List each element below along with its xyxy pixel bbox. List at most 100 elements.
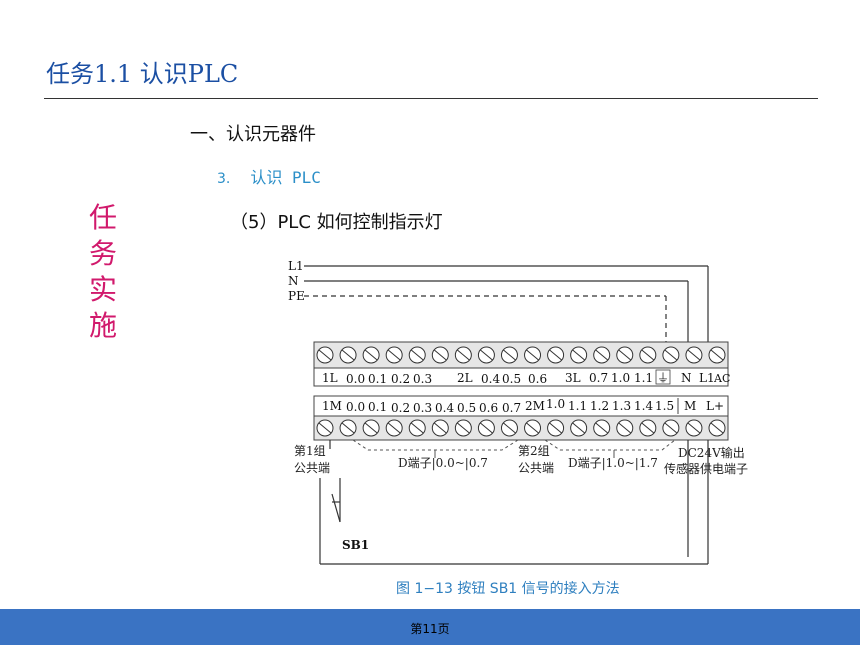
top-label-bar — [313, 367, 729, 387]
screw-slot — [687, 349, 701, 361]
screw-slot — [526, 349, 539, 361]
terminal-label: 1.4 — [634, 399, 653, 413]
terminal-label: 0.4 — [481, 372, 500, 386]
heading-level1: 一、认识元器件 — [190, 124, 316, 145]
screw-slot — [318, 349, 332, 361]
screw-slot — [641, 349, 655, 361]
screw-slot — [595, 422, 609, 434]
screw-slot — [549, 349, 562, 361]
screw-slot — [595, 349, 609, 361]
group1-common-label: 第1组 — [294, 444, 326, 458]
screw-slot — [503, 422, 516, 434]
line-label-pe: PE — [288, 289, 305, 303]
heading-level3: （5）PLC 如何控制指示灯 — [230, 212, 443, 233]
line-label-n: N — [288, 274, 299, 288]
heading-level2: 3. 认识 PLC — [217, 164, 321, 188]
terminal-label: 1M — [322, 399, 342, 413]
terminal-label: AC — [713, 372, 730, 385]
group1-terminal-label: D端子|0.0~|0.7 — [398, 456, 488, 470]
ground-icon: ⏚ — [657, 371, 669, 385]
dc-output-label: DC24V输出 — [678, 445, 745, 460]
bottom-terminal-strip — [313, 415, 729, 441]
heading-number: 3. — [217, 171, 231, 187]
terminal-label: 1.1 — [568, 399, 587, 413]
page-number: 第11页 — [410, 622, 450, 636]
screw-slot — [387, 422, 401, 434]
side-char: 务 — [88, 237, 117, 270]
dc-output-label: 传感器供电端子 — [664, 461, 748, 476]
terminal-label: 0.6 — [528, 372, 547, 386]
footer-bar: 第11页 — [0, 609, 860, 645]
screw-slot — [480, 422, 493, 434]
terminal-label: 1.2 — [590, 399, 609, 413]
screw-slot — [618, 422, 632, 434]
plc-wiring-diagram: L1 N PE 1L 0.0 0.1 0.2 0.3 2L 0.4 0.5 0.… — [288, 259, 748, 565]
screw-slot — [687, 422, 701, 434]
switch-label: SB1 — [342, 538, 369, 552]
terminal-label: 1.3 — [612, 399, 631, 413]
terminal-label: 1L — [322, 371, 338, 385]
screw-slot — [318, 422, 332, 434]
screw-slot — [410, 422, 424, 434]
terminal-label: L1 — [699, 371, 715, 385]
terminal-label: 0.1 — [368, 372, 387, 386]
terminal-label: 2M — [525, 399, 545, 413]
screw-slot — [664, 349, 678, 361]
terminal-label: 0.1 — [368, 400, 387, 414]
terminal-label: L+ — [706, 399, 724, 413]
terminal-label: 0.4 — [435, 401, 454, 415]
screw-slot — [710, 349, 724, 361]
screw-slot — [341, 349, 355, 361]
screw-slot — [410, 349, 424, 361]
side-char: 施 — [88, 309, 117, 342]
terminal-label: 1.1 — [634, 371, 653, 385]
terminal-label: 0.3 — [413, 401, 432, 415]
terminal-label: 0.6 — [479, 401, 498, 415]
terminal-label: 0.7 — [589, 371, 608, 385]
screw-slot — [364, 422, 378, 434]
screw-slot — [457, 349, 470, 361]
screw-slot — [433, 422, 447, 434]
screw-slot — [641, 422, 655, 434]
screw-slot — [572, 422, 585, 434]
side-char: 实 — [88, 273, 117, 306]
screw-slot — [503, 349, 516, 361]
group1-common-label: 公共端 — [294, 461, 330, 475]
screw-slot — [526, 422, 539, 434]
group2-common-label: 第2组 — [518, 444, 550, 458]
screw-slot — [387, 349, 401, 361]
screw-slot — [480, 349, 493, 361]
screw-slot — [549, 422, 562, 434]
top-terminal-strip — [313, 341, 729, 369]
line-label-l1: L1 — [288, 259, 304, 273]
terminal-label: 0.0 — [346, 372, 365, 386]
side-label: 任 务 实 施 — [86, 200, 120, 344]
screw-slot — [433, 349, 447, 361]
title-divider — [44, 98, 818, 99]
terminal-label: 0.0 — [346, 400, 365, 414]
terminal-label: 0.2 — [391, 372, 410, 386]
page-title: 任务1.1 认识PLC — [46, 60, 239, 88]
terminal-label: 1.0 — [546, 397, 565, 411]
screw-slot — [664, 422, 678, 434]
screw-slot — [572, 349, 585, 361]
terminal-label: 1.0 — [611, 371, 630, 385]
terminal-label: 0.2 — [391, 401, 410, 415]
terminal-label: N — [681, 371, 692, 385]
terminal-label: 2L — [457, 371, 473, 385]
terminal-label: 0.7 — [502, 401, 521, 415]
group2-terminal-label: D端子|1.0~|1.7 — [568, 456, 658, 470]
terminal-label: 0.5 — [457, 401, 476, 415]
heading-text: 认识 PLC — [250, 168, 321, 187]
screw-slot — [710, 422, 724, 434]
screw-slot — [364, 349, 378, 361]
screw-slot — [457, 422, 470, 434]
terminal-label: 1.5 — [655, 399, 674, 413]
terminal-label: M — [684, 399, 696, 413]
terminal-label: 0.5 — [502, 372, 521, 386]
group2-common-label: 公共端 — [518, 461, 554, 475]
screw-slot — [341, 422, 355, 434]
figure-caption: 图 1−13 按钮 SB1 信号的接入方法 — [396, 581, 620, 597]
terminal-label: 3L — [565, 371, 581, 385]
screw-slot — [618, 349, 632, 361]
